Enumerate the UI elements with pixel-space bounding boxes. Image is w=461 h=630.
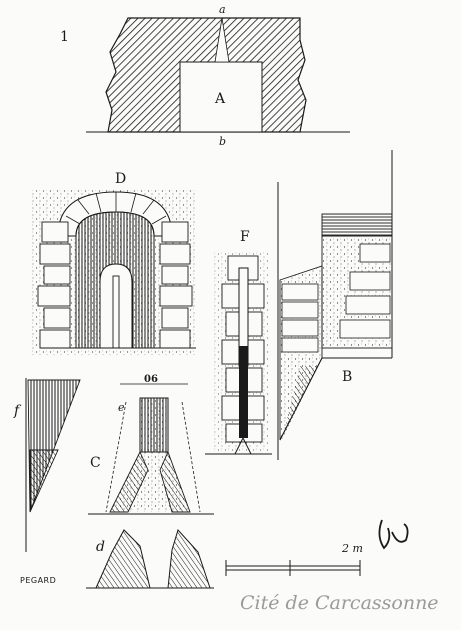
figure-B-section bbox=[277, 150, 393, 460]
figure-d-label: d bbox=[96, 539, 105, 555]
figure-1-bottom-label: b bbox=[219, 135, 227, 148]
figure-B-label: B bbox=[342, 369, 353, 385]
figure-1-number: 1 bbox=[60, 29, 69, 45]
figure-D-label: D bbox=[115, 171, 127, 187]
figure-F-label: F bbox=[240, 229, 250, 245]
figure-C-dimension: 06 bbox=[144, 374, 158, 385]
figure-F-slit-elevation bbox=[205, 252, 272, 455]
artist-monogram bbox=[378, 519, 409, 550]
figure-1-center-label: A bbox=[215, 91, 226, 107]
figure-f-profile bbox=[25, 378, 81, 552]
figure-1-wall-section bbox=[86, 17, 350, 133]
figure-d-plan bbox=[86, 529, 214, 589]
scale-bar bbox=[225, 560, 361, 576]
figure-C-label: C bbox=[90, 455, 101, 471]
engraver-credit: PEGARD bbox=[20, 576, 57, 585]
figure-1-top-label: a bbox=[219, 3, 226, 16]
figure-C-edge-label: e bbox=[118, 401, 125, 414]
plate-caption: Cité de Carcassonne bbox=[240, 592, 439, 614]
figure-C-plan bbox=[88, 383, 214, 515]
scale-bar-label: 2 m bbox=[342, 542, 363, 555]
figure-D-elevation bbox=[32, 190, 197, 355]
figure-f-label: f bbox=[14, 403, 20, 419]
